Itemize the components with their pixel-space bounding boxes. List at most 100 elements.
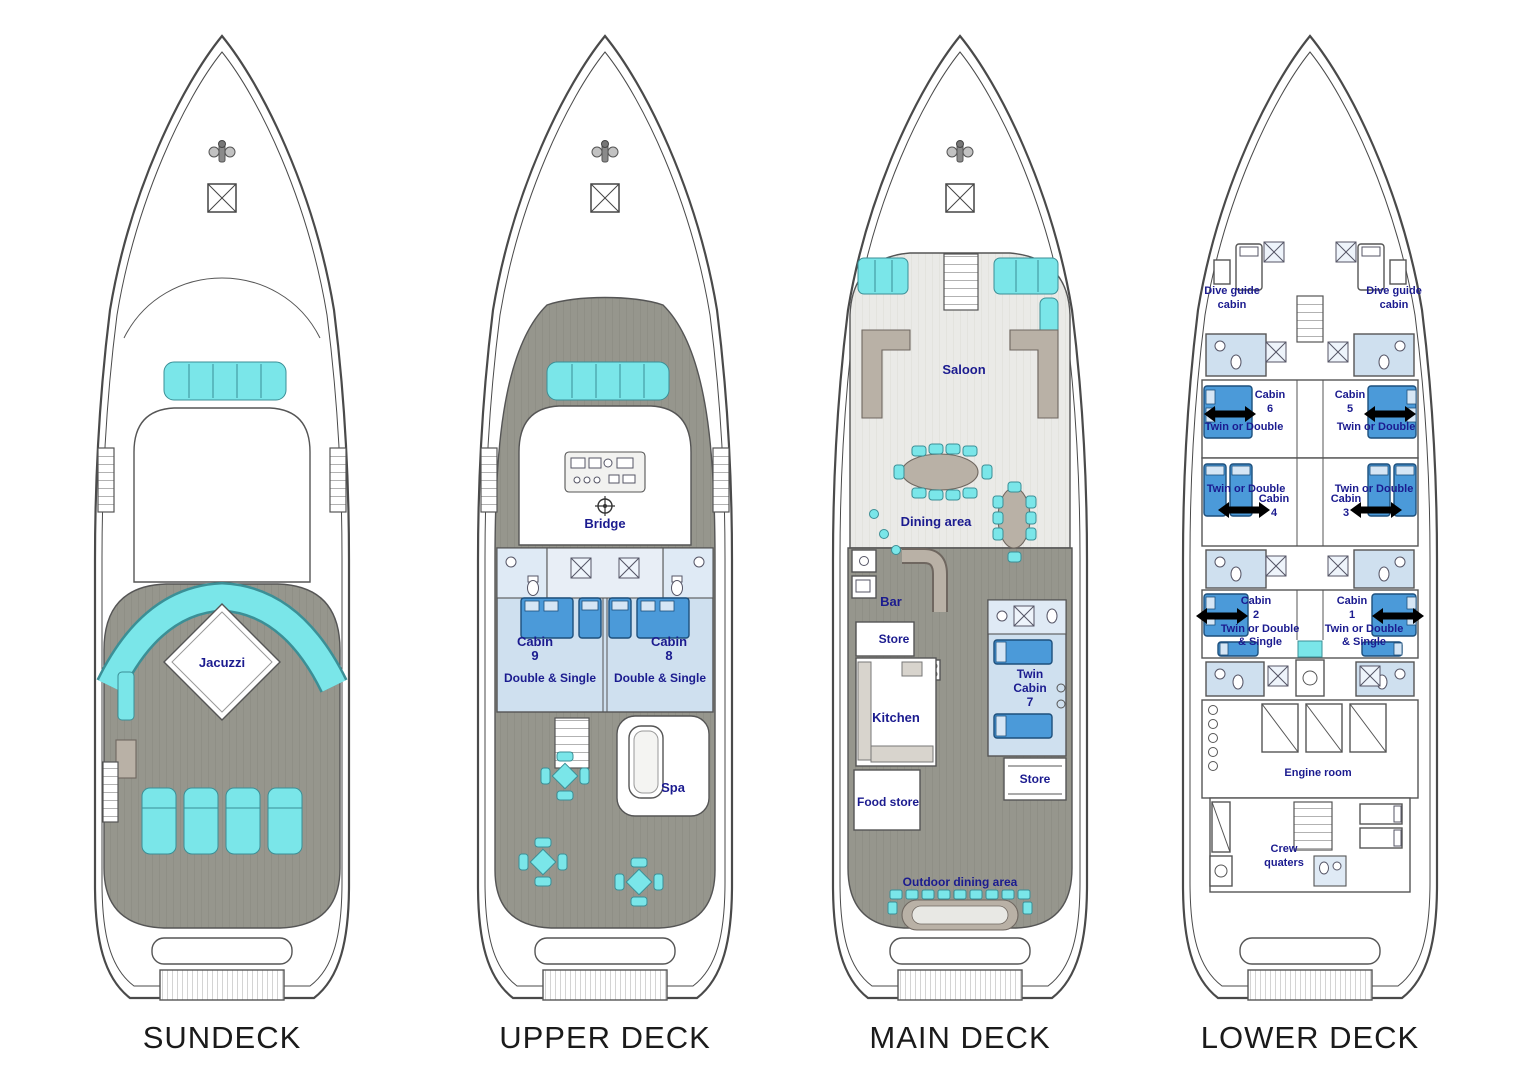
dive-cabin-right-line2: cabin — [1380, 299, 1409, 311]
side-stairs-left — [97, 447, 115, 513]
storage-box — [115, 739, 137, 779]
anchor-hatch-icon — [590, 183, 620, 213]
deck-title-main: MAIN DECK — [869, 1020, 1050, 1055]
cabin4-number: 4 — [1271, 507, 1278, 519]
cabins-2-1-block — [1196, 589, 1424, 659]
engine-room-label: Engine room — [1284, 767, 1351, 779]
bridge-console — [564, 451, 646, 493]
cabin4-name: Cabin — [1259, 493, 1290, 505]
crew-quarters — [1209, 797, 1411, 893]
dive-cabin-right-line1: Dive guide — [1366, 285, 1422, 297]
cabin5-name: Cabin — [1335, 389, 1366, 401]
crew-quarters-line2: quaters — [1264, 857, 1304, 869]
anchor-hatch-icon — [207, 183, 237, 213]
cabin2-type-line1: Twin or Double — [1221, 623, 1300, 635]
service-rooms-left — [851, 549, 877, 599]
deck-upper: Bridge — [476, 34, 734, 1001]
kitchen-room — [855, 657, 937, 767]
cabin5-number: 5 — [1347, 403, 1353, 415]
jacuzzi-platform — [163, 603, 281, 721]
cabin2-type-line2: & Single — [1238, 636, 1282, 648]
food-store-label: Food store — [857, 795, 919, 809]
ship-wheel-icon — [595, 496, 615, 516]
cabin-roof — [133, 407, 311, 583]
sun-loungers — [141, 787, 303, 855]
side-stairs-right — [329, 447, 347, 513]
outdoor-dining-label: Outdoor dining area — [903, 875, 1018, 889]
cabin7-line1: Twin — [1017, 667, 1043, 681]
bar-stool — [879, 529, 889, 539]
bathroom-band-2 — [1205, 549, 1415, 589]
cabin4-type: Twin or Double — [1207, 483, 1286, 495]
cabin1-type-line2: & Single — [1342, 636, 1386, 648]
store2-label: Store — [1020, 772, 1051, 786]
side-stairs-right — [712, 447, 730, 513]
dining-area-label: Dining area — [901, 514, 973, 529]
cabins-6-5-block — [1201, 379, 1419, 459]
store-room — [855, 621, 915, 657]
bathroom-band-1 — [1205, 333, 1415, 377]
store-label: Store — [879, 632, 910, 646]
twin-cabin7 — [987, 599, 1067, 757]
bow-dive-cabins — [1213, 241, 1407, 343]
dining-table-small — [992, 481, 1037, 563]
cabin1-type-line1: Twin or Double — [1325, 623, 1404, 635]
bathroom-left — [496, 547, 548, 599]
cabin3-number: 3 — [1343, 507, 1349, 519]
deck-main: Saloon Dining area — [831, 34, 1089, 1001]
bar-label: Bar — [880, 594, 902, 609]
deck-sundeck: Jacuzzi — [93, 34, 351, 1001]
store2-room — [1003, 757, 1067, 801]
cabin2-number: 2 — [1253, 609, 1259, 621]
anchor-hatch-icon — [945, 183, 975, 213]
cabin7-number: 7 — [1027, 695, 1034, 709]
foredeck-curve-line — [123, 277, 321, 339]
bridge-label: Bridge — [584, 516, 625, 531]
bow-sunpad-bench — [546, 361, 670, 401]
deck-lower: Dive guide cabin Dive guide cabin — [1181, 34, 1439, 1001]
saloon-label: Saloon — [942, 362, 985, 377]
spa-room — [616, 715, 710, 817]
cabin2-name: Cabin — [1241, 595, 1272, 607]
cabin9-type: Double & Single — [504, 671, 596, 685]
side-stairs-left — [480, 447, 498, 513]
cabin8-name: Cabin — [651, 634, 687, 649]
saloon-sofa-right — [1009, 329, 1059, 419]
deck-title-lower: LOWER DECK — [1201, 1020, 1419, 1055]
cabin8-type: Double & Single — [614, 671, 706, 685]
cabin6-type: Twin or Double — [1205, 421, 1284, 433]
entry-lobby — [546, 547, 664, 599]
cabin8-beds — [608, 597, 690, 639]
saloon-sofa-left — [861, 329, 911, 419]
cabin3-type: Twin or Double — [1335, 483, 1414, 495]
cabin9-number: 9 — [531, 648, 538, 663]
cabin9-beds — [520, 597, 602, 639]
curved-bench — [96, 581, 348, 693]
food-store-room — [853, 769, 921, 831]
dining-table-large — [893, 443, 993, 501]
bow-sunpad-bench — [163, 361, 287, 401]
bathroom-right — [662, 547, 714, 599]
stairs-to-upper — [943, 253, 979, 311]
cabin6-number: 6 — [1267, 403, 1273, 415]
bar-stool — [869, 509, 879, 519]
cabin7-line2: Cabin — [1013, 681, 1046, 695]
cabin3-name: Cabin — [1331, 493, 1362, 505]
cabin5-type: Twin or Double — [1337, 421, 1416, 433]
engine-room — [1201, 699, 1419, 799]
bathroom-band-3 — [1205, 659, 1415, 697]
side-table — [117, 671, 135, 721]
cabin9-name: Cabin — [517, 634, 553, 649]
deck-title-sundeck: SUNDECK — [143, 1020, 302, 1055]
kitchen-label: Kitchen — [872, 710, 920, 725]
saloon-sofa-cyan-right — [993, 257, 1059, 339]
shower-icon — [570, 557, 592, 579]
crew-quarters-line1: Crew — [1271, 843, 1298, 855]
deck-title-upper: UPPER DECK — [499, 1020, 711, 1055]
outdoor-dining-table — [887, 889, 1033, 931]
bar-stool — [891, 545, 901, 555]
cabin1-number: 1 — [1349, 609, 1355, 621]
cabin8-number: 8 — [665, 648, 672, 663]
